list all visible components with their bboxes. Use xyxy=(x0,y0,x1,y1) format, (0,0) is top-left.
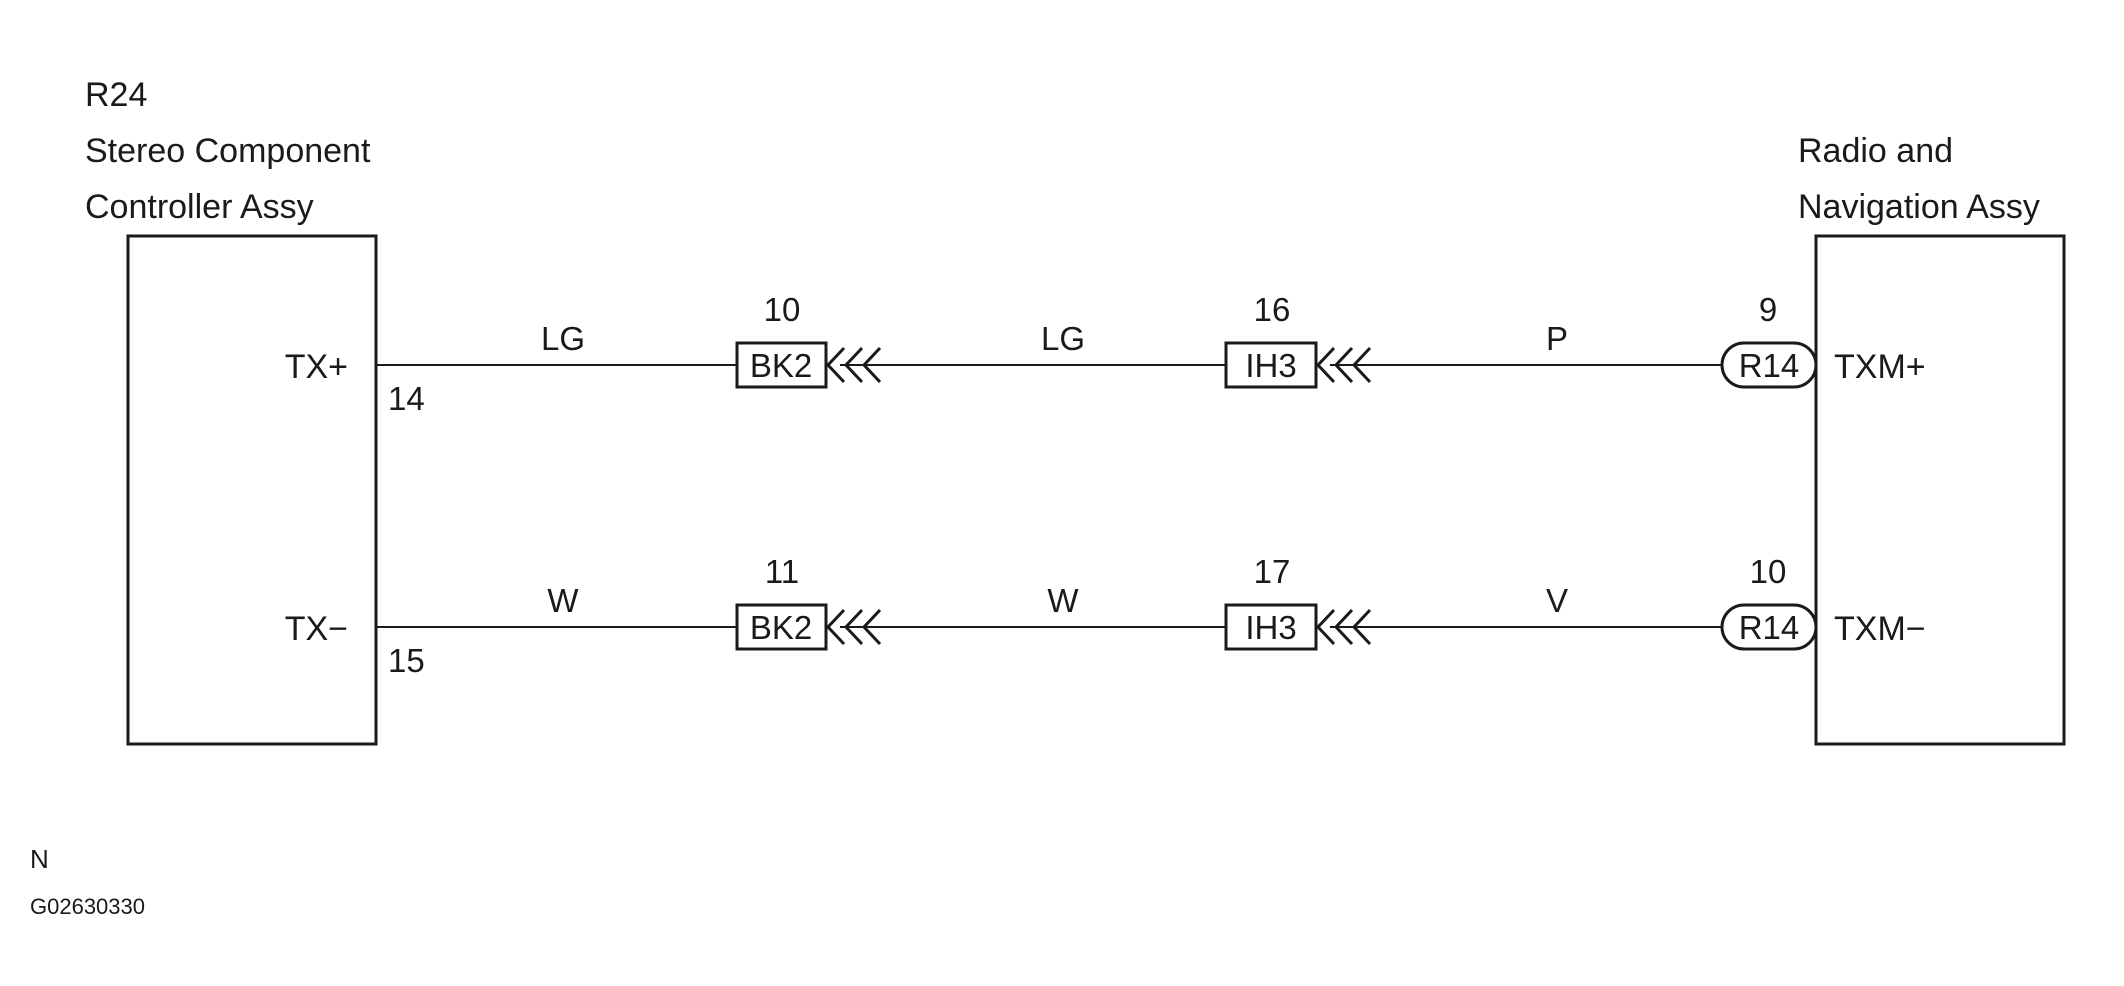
right-connector-pin-number: 10 xyxy=(1750,553,1787,590)
wire-color-label: LG xyxy=(1041,320,1085,357)
junction-connector-code: IH3 xyxy=(1245,347,1296,384)
connector-chevron-icon xyxy=(825,346,846,384)
junction-connector-box xyxy=(1224,603,1318,651)
connector-chevron-icon xyxy=(1351,346,1372,384)
left-terminal-label: TX+ xyxy=(285,348,348,386)
wire-color-label: LG xyxy=(541,320,585,357)
connector-chevron-icon xyxy=(1315,346,1336,384)
junction-pin-number: 11 xyxy=(765,553,799,590)
junction-connector-code: IH3 xyxy=(1245,609,1296,646)
footer-letter: N xyxy=(30,844,49,874)
right-connector-oval xyxy=(1720,341,1818,389)
left-component-name-line1: Stereo Component xyxy=(85,132,371,170)
circuit-2: TX− 15 W W V 11 BK2 17 IH3 10 R14 TXM− xyxy=(285,553,1926,679)
junction-connector-code: BK2 xyxy=(750,347,812,384)
right-component-name-line2: Navigation Assy xyxy=(1798,188,2040,226)
figure-code: G02630330 xyxy=(30,894,145,919)
connector-chevron-icon xyxy=(843,608,864,646)
right-terminal-label: TXM− xyxy=(1834,610,1926,648)
left-component-box xyxy=(126,234,378,746)
wire-color-label: V xyxy=(1546,582,1568,619)
connector-chevron-icon xyxy=(1351,608,1372,646)
junction-connector-code: BK2 xyxy=(750,609,812,646)
junction-pin-number: 17 xyxy=(1254,553,1291,590)
connector-chevron-icon xyxy=(1333,608,1354,646)
connector-chevron-icon xyxy=(861,346,882,384)
left-pin-number: 14 xyxy=(388,380,425,417)
junction-connector-box xyxy=(735,603,828,651)
connector-chevron-icon xyxy=(843,346,864,384)
right-connector-oval xyxy=(1720,603,1818,651)
connector-chevron-icon xyxy=(861,608,882,646)
right-component-name-line1: Radio and xyxy=(1798,132,1953,170)
right-connector-pin-number: 9 xyxy=(1759,291,1777,328)
wire-color-label: W xyxy=(547,582,579,619)
left-pin-number: 15 xyxy=(388,642,425,679)
connector-chevron-icon xyxy=(825,608,846,646)
right-connector-code: R14 xyxy=(1739,609,1800,646)
circuit-1: TX+ 14 LG LG P 10 BK2 16 IH3 9 R14 TXM+ xyxy=(285,291,1926,417)
junction-connector-box xyxy=(735,341,828,389)
wire-color-label: P xyxy=(1546,320,1568,357)
left-component-name-line2: Controller Assy xyxy=(85,188,314,226)
junction-pin-number: 16 xyxy=(1254,291,1291,328)
left-component-id: R24 xyxy=(85,76,147,114)
right-component-box xyxy=(1814,234,2066,746)
junction-pin-number: 10 xyxy=(764,291,801,328)
left-terminal-label: TX− xyxy=(285,610,348,648)
right-connector-code: R14 xyxy=(1739,347,1800,384)
wire-color-label: W xyxy=(1047,582,1079,619)
connector-chevron-icon xyxy=(1315,608,1336,646)
right-terminal-label: TXM+ xyxy=(1834,348,1926,386)
connector-chevron-icon xyxy=(1333,346,1354,384)
